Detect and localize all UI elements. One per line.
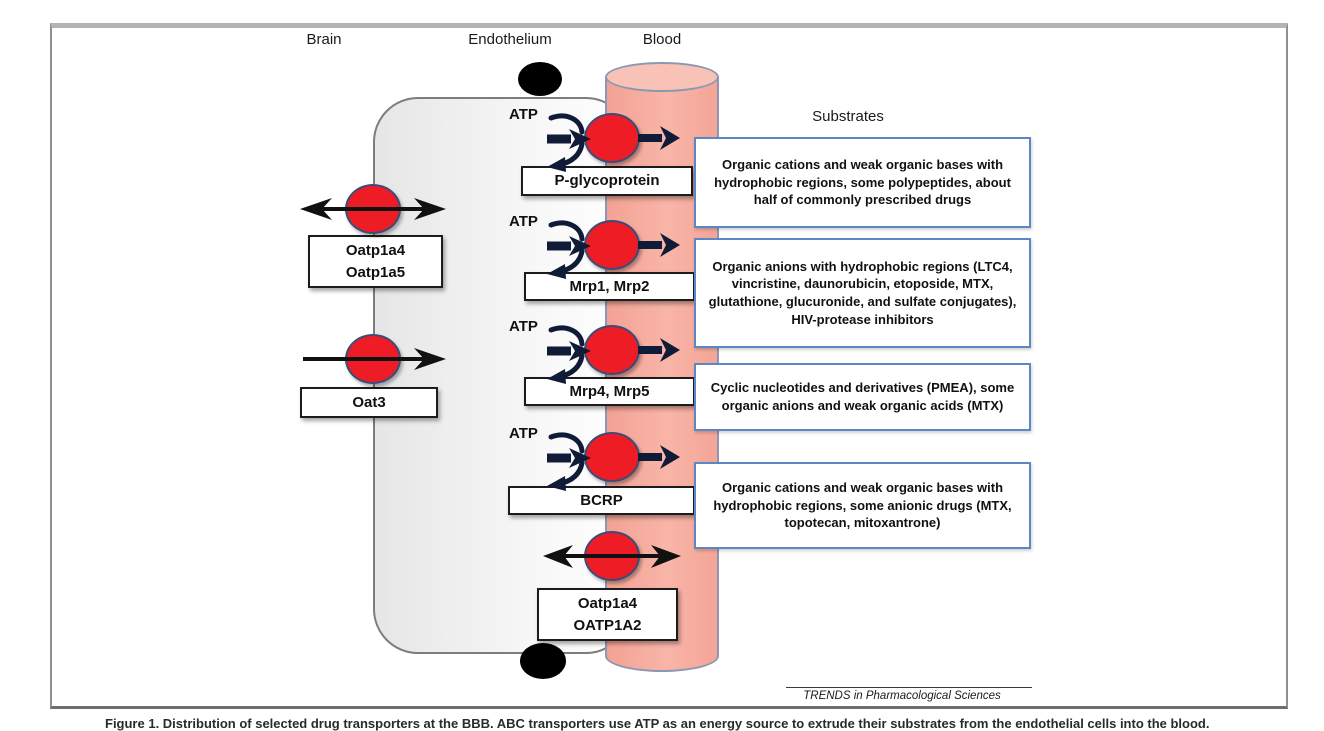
transporter-circle-bcrp — [584, 432, 640, 482]
efflux-arrow-icon — [638, 445, 680, 469]
atp-label: ATP — [509, 106, 538, 123]
atp-hydrolysis-arrows-icon — [547, 432, 591, 491]
label-box-oatp1a4-oatp1a2: Oatp1a4 OATP1A2 — [537, 588, 678, 641]
transporter-name: Mrp4, Mrp5 — [569, 382, 650, 400]
bidirectional-arrow-icon — [543, 545, 681, 568]
credit-rule — [786, 687, 1032, 688]
label-box-oat3: Oat3 — [300, 387, 438, 418]
journal-credit: TRENDS in Pharmacological Sciences — [803, 690, 1001, 702]
right-arrow-icon — [303, 348, 446, 370]
atp-label: ATP — [509, 425, 538, 442]
label-box-bcrp: BCRP — [508, 486, 695, 515]
transporter-name: Mrp1, Mrp2 — [569, 277, 650, 295]
efflux-arrow-icon — [638, 233, 680, 257]
transporter-name: Oat3 — [352, 393, 386, 411]
label-box-oatp1a4-1a5: Oatp1a4 Oatp1a5 — [308, 235, 443, 288]
substrate-box-bcrp: Organic cations and weak organic bases w… — [694, 462, 1031, 549]
label-box-mrp4-mrp5: Mrp4, Mrp5 — [524, 377, 695, 406]
figure-caption: Figure 1. Distribution of selected drug … — [105, 716, 1210, 731]
atp-label: ATP — [509, 318, 538, 335]
region-label-endothelium: Endothelium — [468, 31, 552, 48]
label-box-mrp1-mrp2: Mrp1, Mrp2 — [524, 272, 695, 301]
atp-hydrolysis-arrows-icon — [547, 113, 591, 172]
atp-label: ATP — [509, 213, 538, 230]
tight-junction-bottom-icon — [520, 643, 566, 679]
substrate-box-mrp4-mrp5: Cyclic nucleotides and derivatives (PMEA… — [694, 363, 1031, 431]
efflux-arrow-icon — [638, 126, 680, 150]
label-box-pgp: P-glycoprotein — [521, 166, 693, 196]
substrate-box-mrp1-mrp2: Organic anions with hydrophobic regions … — [694, 238, 1031, 348]
transporter-name: P-glycoprotein — [554, 172, 660, 190]
region-label-brain: Brain — [306, 31, 342, 48]
region-label-blood: Blood — [642, 31, 682, 48]
atp-hydrolysis-arrows-icon — [547, 325, 591, 384]
efflux-arrow-icon — [638, 338, 680, 362]
tight-junction-top-icon — [518, 62, 562, 96]
substrates-title: Substrates — [812, 108, 884, 125]
blood-vessel-top — [605, 62, 719, 92]
transporter-name: BCRP — [580, 491, 623, 509]
transporter-circle-mrp1-mrp2 — [584, 220, 640, 270]
transporter-name: Oatp1a5 — [345, 263, 406, 281]
substrate-box-pgp: Organic cations and weak organic bases w… — [694, 137, 1031, 228]
transporter-name: Oatp1a4 — [577, 594, 638, 612]
bidirectional-arrow-icon — [300, 198, 446, 220]
atp-hydrolysis-arrows-icon — [547, 220, 591, 279]
transporter-name: Oatp1a4 — [345, 241, 406, 259]
transporter-name: OATP1A2 — [573, 616, 642, 634]
